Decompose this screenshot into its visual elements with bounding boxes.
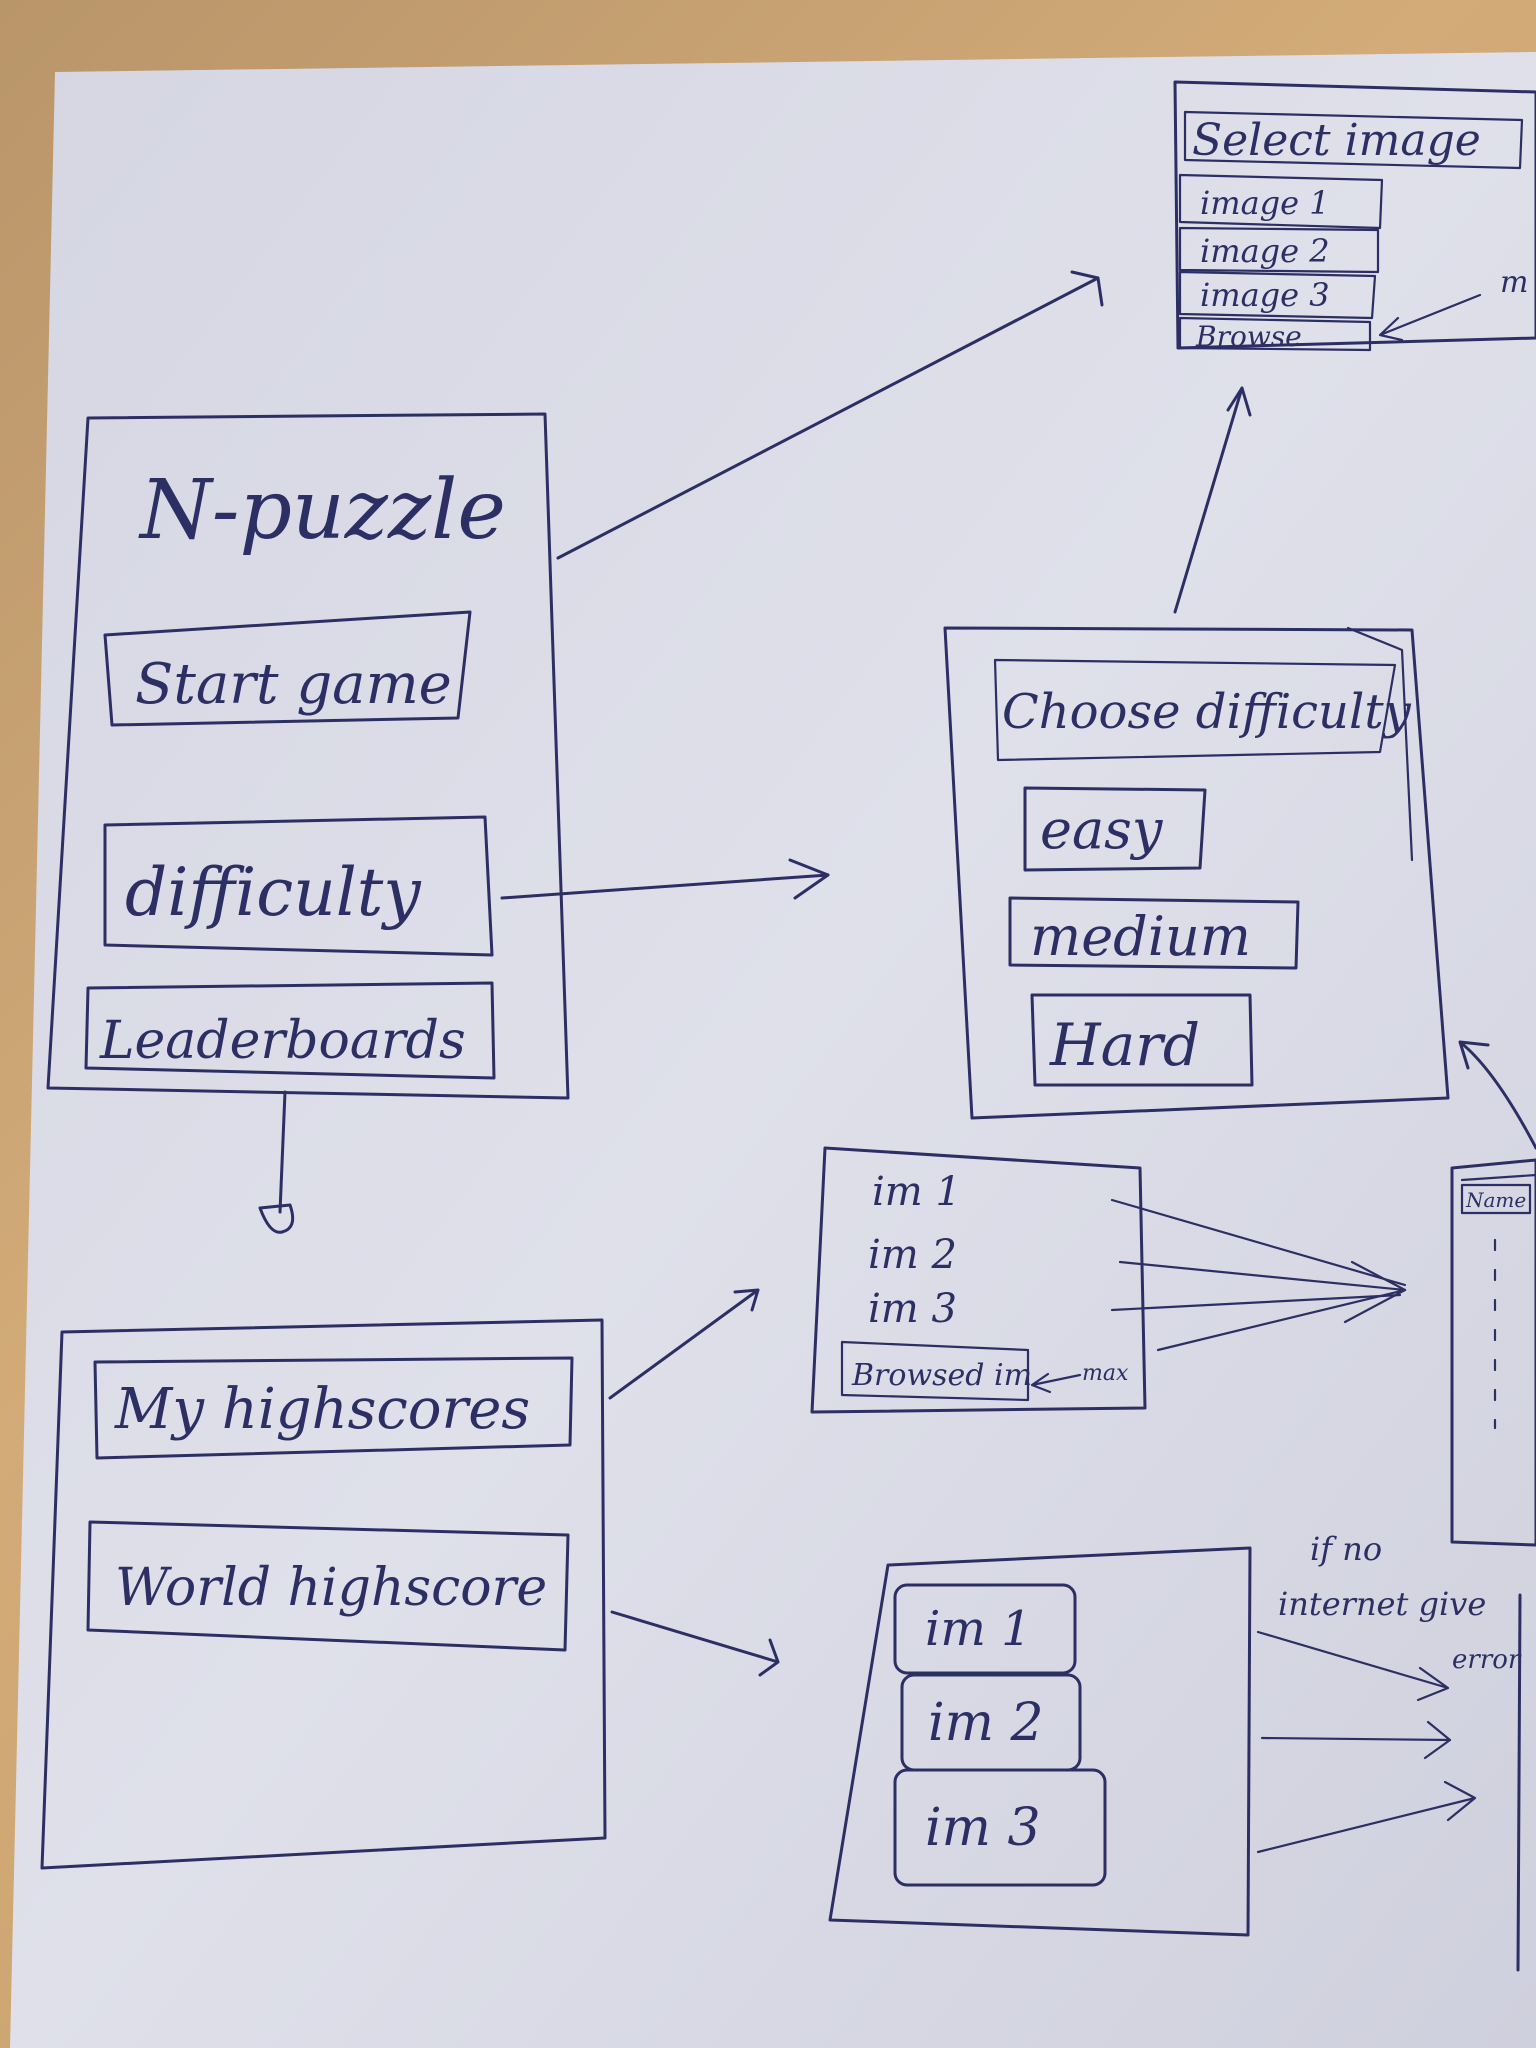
mh-max-note: max bbox=[1082, 1361, 1129, 1386]
arrow-my-highscores-to-images bbox=[608, 1288, 760, 1400]
easy-label: easy bbox=[1040, 798, 1164, 861]
wh-image-1-option[interactable]: im 1 bbox=[893, 1583, 1077, 1675]
arrow-mh-image-1-to-names bbox=[1110, 1198, 1407, 1287]
internet-note-line-2: internet give bbox=[1278, 1585, 1486, 1623]
image-2-label: image 2 bbox=[1200, 232, 1330, 270]
leaderboards-label: Leaderboards bbox=[99, 1011, 466, 1071]
world-highscore-button[interactable]: World highscore bbox=[86, 1520, 570, 1652]
my-highscores-label: My highscores bbox=[114, 1377, 530, 1442]
medium-label: medium bbox=[1030, 905, 1251, 968]
my-highscores-image-screen: im 1 im 2 im 3 Browsed im max bbox=[810, 1146, 1147, 1414]
mh-browsed-image-option[interactable]: Browsed im bbox=[840, 1340, 1032, 1402]
wh-image-3-label: im 3 bbox=[925, 1798, 1041, 1858]
leaderboards-screen: My highscores World highscore bbox=[40, 1318, 607, 1870]
mh-image-3[interactable]: im 3 bbox=[868, 1286, 957, 1332]
select-image-title-box: Select image bbox=[1183, 110, 1524, 170]
browse-label: Browse bbox=[1195, 320, 1302, 353]
easy-option[interactable]: easy bbox=[1023, 786, 1207, 872]
image-1-option[interactable]: image 1 bbox=[1178, 173, 1384, 230]
arrow-choose-to-select-image bbox=[1173, 386, 1252, 614]
leaderboards-button[interactable]: Leaderboards bbox=[84, 981, 496, 1080]
wh-image-2-label: im 2 bbox=[928, 1693, 1044, 1753]
difficulty-button[interactable]: difficulty bbox=[103, 815, 494, 957]
hard-label: Hard bbox=[1049, 1011, 1200, 1079]
arrow-leaderboards-down bbox=[278, 1090, 287, 1214]
browse-note: m bbox=[1500, 265, 1528, 300]
paper-sheet bbox=[10, 52, 1536, 2048]
flow-arrows bbox=[258, 270, 1536, 1854]
arrow-mh-image-3-to-names bbox=[1110, 1293, 1402, 1312]
world-highscore-image-screen: im 1 im 2 im 3 bbox=[828, 1546, 1252, 1937]
wh-image-1-label: im 1 bbox=[925, 1601, 1032, 1657]
mh-image-1[interactable]: im 1 bbox=[872, 1169, 961, 1215]
difficulty-title: Choose difficulty bbox=[1002, 684, 1412, 740]
cropped-panel-edge bbox=[1516, 1593, 1522, 1972]
wh-image-3-option[interactable]: im 3 bbox=[893, 1768, 1107, 1887]
image-3-option[interactable]: image 3 bbox=[1178, 270, 1377, 320]
start-game-button[interactable]: Start game bbox=[103, 610, 472, 727]
internet-note-line-1: if no bbox=[1310, 1530, 1382, 1568]
browse-option[interactable]: Browse bbox=[1178, 316, 1372, 353]
image-3-label: image 3 bbox=[1200, 276, 1330, 314]
arrow-names-to-difficulty bbox=[1458, 1040, 1536, 1150]
medium-option[interactable]: medium bbox=[1008, 896, 1300, 970]
select-image-screen: Select image image 1 image 2 image 3 Bro… bbox=[1173, 80, 1536, 353]
browse-note-arrow bbox=[1378, 293, 1482, 342]
arrow-wh-image-3-to-error bbox=[1256, 1780, 1477, 1854]
internet-error-note: if no internet give error bbox=[1278, 1530, 1522, 1675]
main-menu-screen: N-puzzle Start game difficulty Leaderboa… bbox=[46, 412, 570, 1100]
mh-max-arrow bbox=[1030, 1372, 1082, 1394]
start-game-label: Start game bbox=[135, 652, 452, 717]
name-header-box: Name bbox=[1460, 1183, 1532, 1215]
arrow-wh-image-2-to-error bbox=[1260, 1720, 1452, 1760]
arrow-wh-image-1-to-error bbox=[1256, 1630, 1450, 1702]
difficulty-screen: Choose difficulty easy medium Hard bbox=[943, 626, 1450, 1120]
arrow-world-to-images bbox=[610, 1610, 780, 1677]
arrow-start-to-select-image bbox=[556, 270, 1104, 560]
arrow-mh-image-2-to-names bbox=[1118, 1260, 1407, 1292]
wh-image-2-option[interactable]: im 2 bbox=[900, 1673, 1082, 1772]
image-2-option[interactable]: image 2 bbox=[1178, 226, 1380, 274]
my-highscores-button[interactable]: My highscores bbox=[93, 1356, 574, 1460]
image-1-label: image 1 bbox=[1200, 184, 1330, 222]
select-image-title: Select image bbox=[1192, 115, 1481, 166]
name-header-label: Name bbox=[1465, 1188, 1526, 1212]
mh-browsed-image-label: Browsed im bbox=[851, 1358, 1032, 1393]
names-panel: Name bbox=[1450, 1158, 1536, 1547]
difficulty-label: difficulty bbox=[125, 854, 421, 931]
difficulty-title-box: Choose difficulty bbox=[993, 658, 1412, 762]
internet-note-line-3: error bbox=[1452, 1645, 1522, 1675]
world-highscore-label: World highscore bbox=[115, 1558, 547, 1618]
main-menu-title: N-puzzle bbox=[138, 463, 506, 558]
arrow-difficulty-to-choose bbox=[500, 858, 830, 900]
arrow-mh-browsed-to-names bbox=[1156, 1288, 1407, 1352]
hard-option[interactable]: Hard bbox=[1030, 993, 1254, 1087]
mh-image-2[interactable]: im 2 bbox=[868, 1232, 957, 1278]
